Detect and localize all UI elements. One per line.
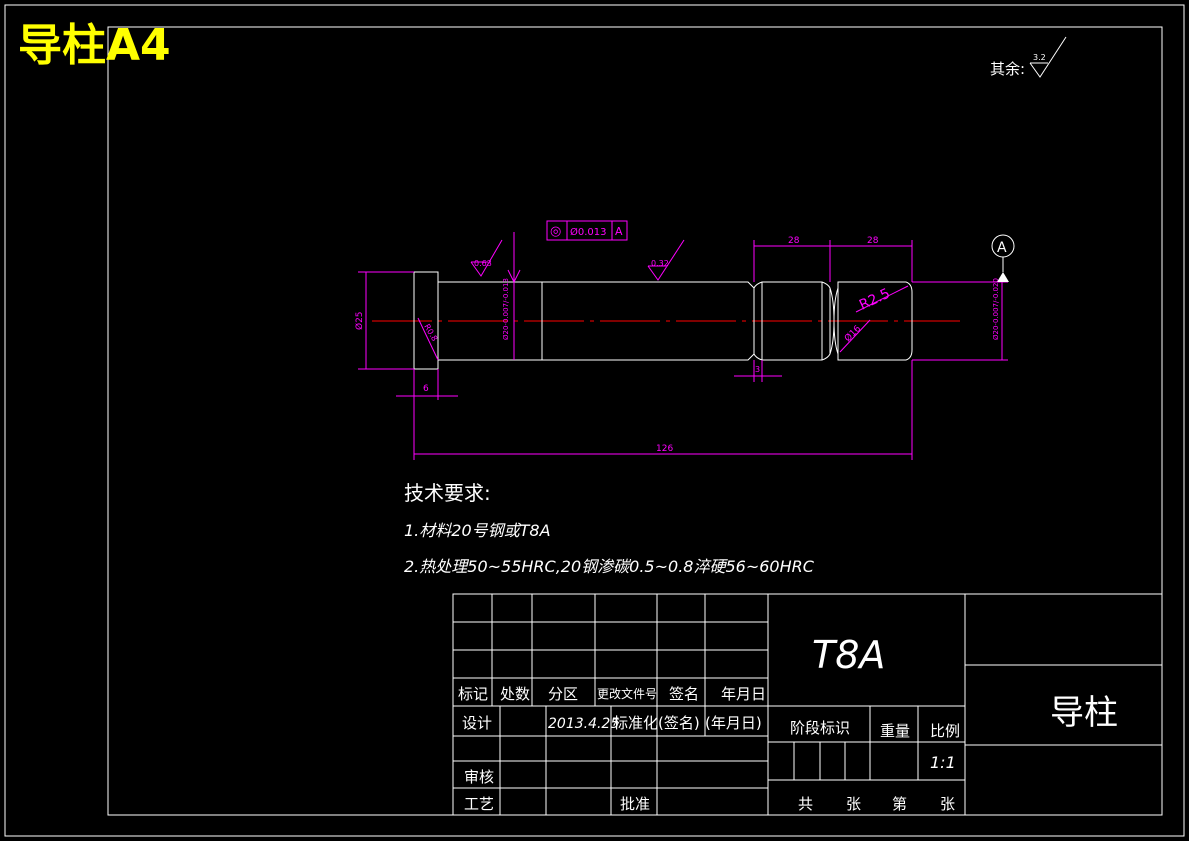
rev-header-date: 年月日 (721, 685, 766, 703)
date-placeholder: (年月日) (705, 714, 762, 732)
sheet-index-label: 第 (892, 795, 907, 813)
sheet-total-label: 共 (798, 795, 813, 813)
scale-value: 1:1 (930, 753, 956, 772)
datum-symbol (991, 234, 1015, 282)
check-label: 审核 (464, 768, 494, 786)
surface-note: 其余: (990, 60, 1025, 78)
dim-head-len: 6 (423, 384, 429, 394)
scale-label: 比例 (930, 722, 960, 740)
standardization-label: 标准化 (613, 714, 658, 732)
dim-groove-dia: Ø16 (842, 323, 863, 344)
rev-header-doc: 更改文件号 (597, 686, 657, 701)
rev-header-sign: 签名 (669, 685, 699, 703)
design-label: 设计 (462, 714, 492, 732)
rev-header-zone: 分区 (548, 685, 578, 703)
sign-placeholder: (签名) (658, 714, 700, 732)
tolerance-frame (546, 220, 628, 241)
dim-seg1: 28 (788, 236, 800, 246)
stage-label: 阶段标识 (790, 719, 850, 737)
roughness-symbol-icon (1029, 36, 1067, 78)
design-date: 2013.4.25 (548, 716, 619, 732)
dim-head-dia: Ø25 (354, 311, 365, 330)
roughness-1: 0.63 (474, 259, 492, 268)
tolerance-value: Ø0.013 (570, 226, 607, 238)
process-label: 工艺 (464, 795, 494, 813)
dim-body-dia: Ø20-0.007/-0.013 (502, 278, 510, 340)
rev-header-count: 处数 (500, 685, 530, 703)
part-outline (413, 271, 913, 370)
roughness-2: 0.32 (651, 259, 669, 268)
material-label: T8A (812, 633, 885, 677)
dim-fillet: R2.5 (857, 286, 893, 314)
approve-label: 批准 (620, 795, 650, 813)
tech-item-2: 2.热处理50~55HRC,20钢渗碳0.5~0.8淬硬56~60HRC (404, 557, 815, 576)
part-name: 导柱 (1050, 693, 1118, 733)
sheet-total-unit: 张 (846, 795, 861, 813)
tolerance-symbol: ◎ (550, 224, 561, 239)
sheet-outer-border (4, 4, 1185, 837)
dim-total-len: 126 (656, 444, 673, 454)
dim-end-dia: Ø20-0.007/-0.020 (992, 278, 1000, 340)
surface-value-default: 3.2 (1033, 53, 1046, 62)
weight-label: 重量 (880, 722, 910, 740)
sheet-title: 导柱A4 (18, 20, 171, 71)
title-block-grid (452, 593, 1163, 816)
tech-title: 技术要求: (404, 481, 491, 505)
tech-item-1: 1.材料20号钢或T8A (404, 521, 551, 540)
tolerance-datum: A (615, 225, 623, 238)
dim-seg2: 28 (867, 236, 879, 246)
dimension-lines (358, 232, 1008, 460)
datum-label: A (997, 240, 1007, 256)
sheet-index-unit: 张 (940, 795, 955, 813)
rev-header-mark: 标记 (458, 685, 488, 703)
dim-groove-width: 3 (755, 365, 760, 374)
